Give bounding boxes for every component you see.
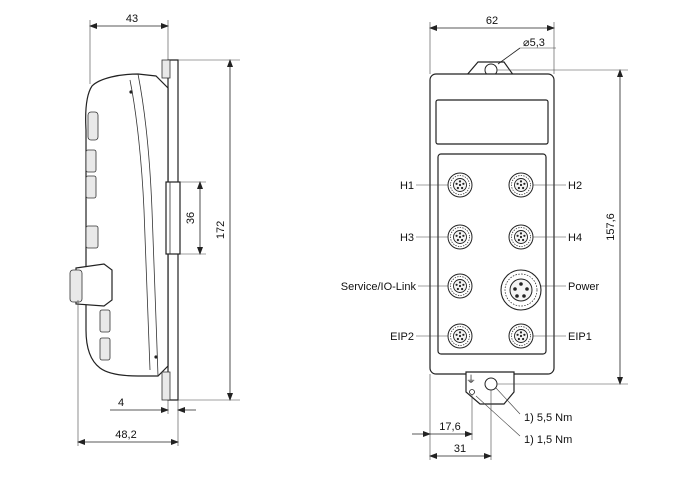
label-service: Service/IO-Link: [341, 281, 417, 293]
dim-side-top-width: 43: [126, 13, 138, 25]
note-torque-2: 1) 1,5 Nm: [524, 434, 572, 446]
dim-hole-diameter: ⌀5,3: [523, 37, 545, 49]
front-dimensions: 62 ⌀5,3 157,6 17,6 31 1) 5,5 Nm 1) 1,5 N…: [412, 15, 628, 460]
dim-side-flange: 4: [118, 397, 124, 409]
dim-front-height: 157,6: [605, 213, 617, 241]
connector-power: [500, 269, 542, 311]
label-h3: H3: [400, 232, 414, 244]
label-eip2: EIP2: [390, 331, 414, 343]
label-h2: H2: [568, 180, 582, 192]
connector-h1: [447, 172, 473, 198]
label-power: Power: [568, 281, 600, 293]
side-view: [69, 59, 181, 401]
dim-side-bottom-width: 48,2: [115, 429, 136, 441]
note-torque-1: 1) 5,5 Nm: [524, 412, 572, 424]
label-h1: H1: [400, 180, 414, 192]
connector-h2: [508, 172, 534, 198]
front-view: ⏚ H1 H2 H3 H4 Service: [341, 61, 600, 405]
connector-h4: [508, 224, 534, 250]
connector-eip2: [447, 323, 473, 349]
side-dimensions: 43 172 36 4 48,2: [77, 13, 240, 446]
connector-eip1: [508, 323, 534, 349]
label-h4: H4: [568, 232, 582, 244]
label-eip1: EIP1: [568, 331, 592, 343]
dim-side-slot: 36: [185, 212, 197, 224]
connector-h3: [447, 224, 473, 250]
ground-symbol: ⏚: [466, 374, 476, 386]
dim-side-height: 172: [215, 221, 227, 239]
dim-hole-offset: 31: [454, 443, 466, 455]
dim-front-width: 62: [486, 15, 498, 27]
dim-ground-offset: 17,6: [439, 421, 460, 433]
connector-service: [447, 273, 473, 299]
